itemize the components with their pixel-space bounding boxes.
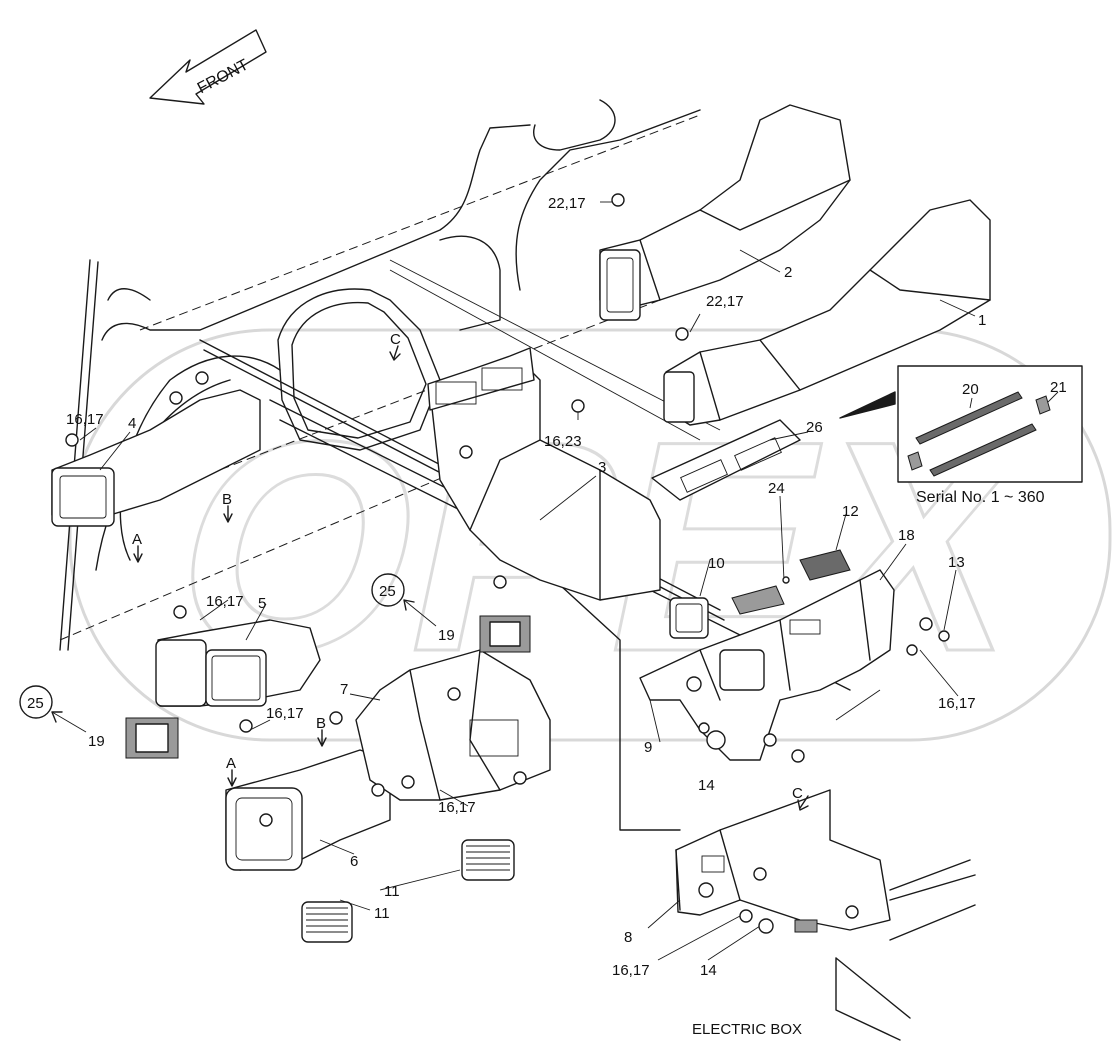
connector-part-19-lower xyxy=(125,717,179,759)
connector-part-19-upper xyxy=(479,615,531,653)
callout-16-17-b: 16,17 xyxy=(206,593,244,610)
duct-part-2 xyxy=(599,104,851,321)
callout-16-23: 16,23 xyxy=(544,433,582,450)
duct-part-4 xyxy=(51,389,261,527)
inset-panel xyxy=(839,365,1083,483)
duct-part-5 xyxy=(155,619,321,707)
callout-14a: 14 xyxy=(698,777,715,794)
fastener-clips xyxy=(65,193,950,934)
callout-10: 10 xyxy=(708,555,725,572)
callout-22-17-b: 22,17 xyxy=(706,293,744,310)
callout-18: 18 xyxy=(898,527,915,544)
callout-4: 4 xyxy=(128,415,136,432)
callout-11b: 11 xyxy=(374,905,390,922)
vent-part-12 xyxy=(731,549,851,615)
callout-16-17-c: 16,17 xyxy=(266,705,304,722)
electric-box-label: ELECTRIC BOX xyxy=(692,1021,802,1038)
view-marker-a-upper: A xyxy=(132,531,142,548)
duct-part-7 xyxy=(355,649,551,801)
panel-part-26 xyxy=(651,419,801,501)
callout-20: 20 xyxy=(962,381,979,398)
view-marker-b-lower: B xyxy=(316,715,326,732)
view-marker-arrows xyxy=(133,345,809,811)
callout-14b: 14 xyxy=(700,962,717,979)
louver-part-10 xyxy=(669,597,709,639)
callout-11a: 11 xyxy=(384,883,400,900)
grille-part-11-upper xyxy=(461,839,515,881)
duct-part-1 xyxy=(663,199,991,426)
electric-box xyxy=(794,859,976,1041)
circled-ref-25-lower-text: 25 xyxy=(27,695,44,712)
callout-13: 13 xyxy=(948,554,965,571)
view-marker-a-lower: A xyxy=(226,755,236,772)
circled-ref-25-upper-text: 25 xyxy=(379,583,396,600)
callout-24: 24 xyxy=(768,480,785,497)
callout-16-17-a: 16,17 xyxy=(66,411,104,428)
duct-part-3 xyxy=(427,347,661,601)
callout-16-17-f: 16,17 xyxy=(612,962,650,979)
circled-ref-labels: 25 25 xyxy=(27,583,396,712)
circled-ref-25-lower xyxy=(19,685,87,733)
view-marker-c-upper: C xyxy=(390,331,401,348)
view-marker-labels: A A B B C C xyxy=(132,331,803,802)
callout-21: 21 xyxy=(1050,379,1067,396)
duct-part-6 xyxy=(225,749,391,871)
callout-5: 5 xyxy=(258,595,266,612)
callout-3: 3 xyxy=(598,459,606,476)
leader-lines xyxy=(79,201,1059,961)
grille-part-11-lower xyxy=(301,901,353,943)
callout-6: 6 xyxy=(350,853,358,870)
console-part-18 xyxy=(639,569,895,761)
callout-16-17-d: 16,17 xyxy=(438,799,476,816)
callout-2: 2 xyxy=(784,264,792,281)
callout-labels: 1 2 3 4 5 6 7 8 9 10 11 11 12 13 14 14 1… xyxy=(66,195,1067,979)
callout-26: 26 xyxy=(806,419,823,436)
circled-ref-25-upper xyxy=(371,573,437,627)
callout-19b: 19 xyxy=(88,733,105,750)
callout-19a: 19 xyxy=(438,627,455,644)
inset-caption: Serial No. 1 ~ 360 xyxy=(916,489,1045,506)
callout-1: 1 xyxy=(978,312,986,329)
callout-7: 7 xyxy=(340,681,348,698)
front-arrow-icon: FRONT xyxy=(149,29,267,105)
callout-9: 9 xyxy=(644,739,652,756)
callout-12: 12 xyxy=(842,503,859,520)
view-marker-b-upper: B xyxy=(222,491,232,508)
view-marker-c-lower: C xyxy=(792,785,803,802)
callout-8: 8 xyxy=(624,929,632,946)
callout-22-17-a: 22,17 xyxy=(548,195,586,212)
front-label: FRONT xyxy=(195,56,252,97)
callout-16-17-e: 16,17 xyxy=(938,695,976,712)
